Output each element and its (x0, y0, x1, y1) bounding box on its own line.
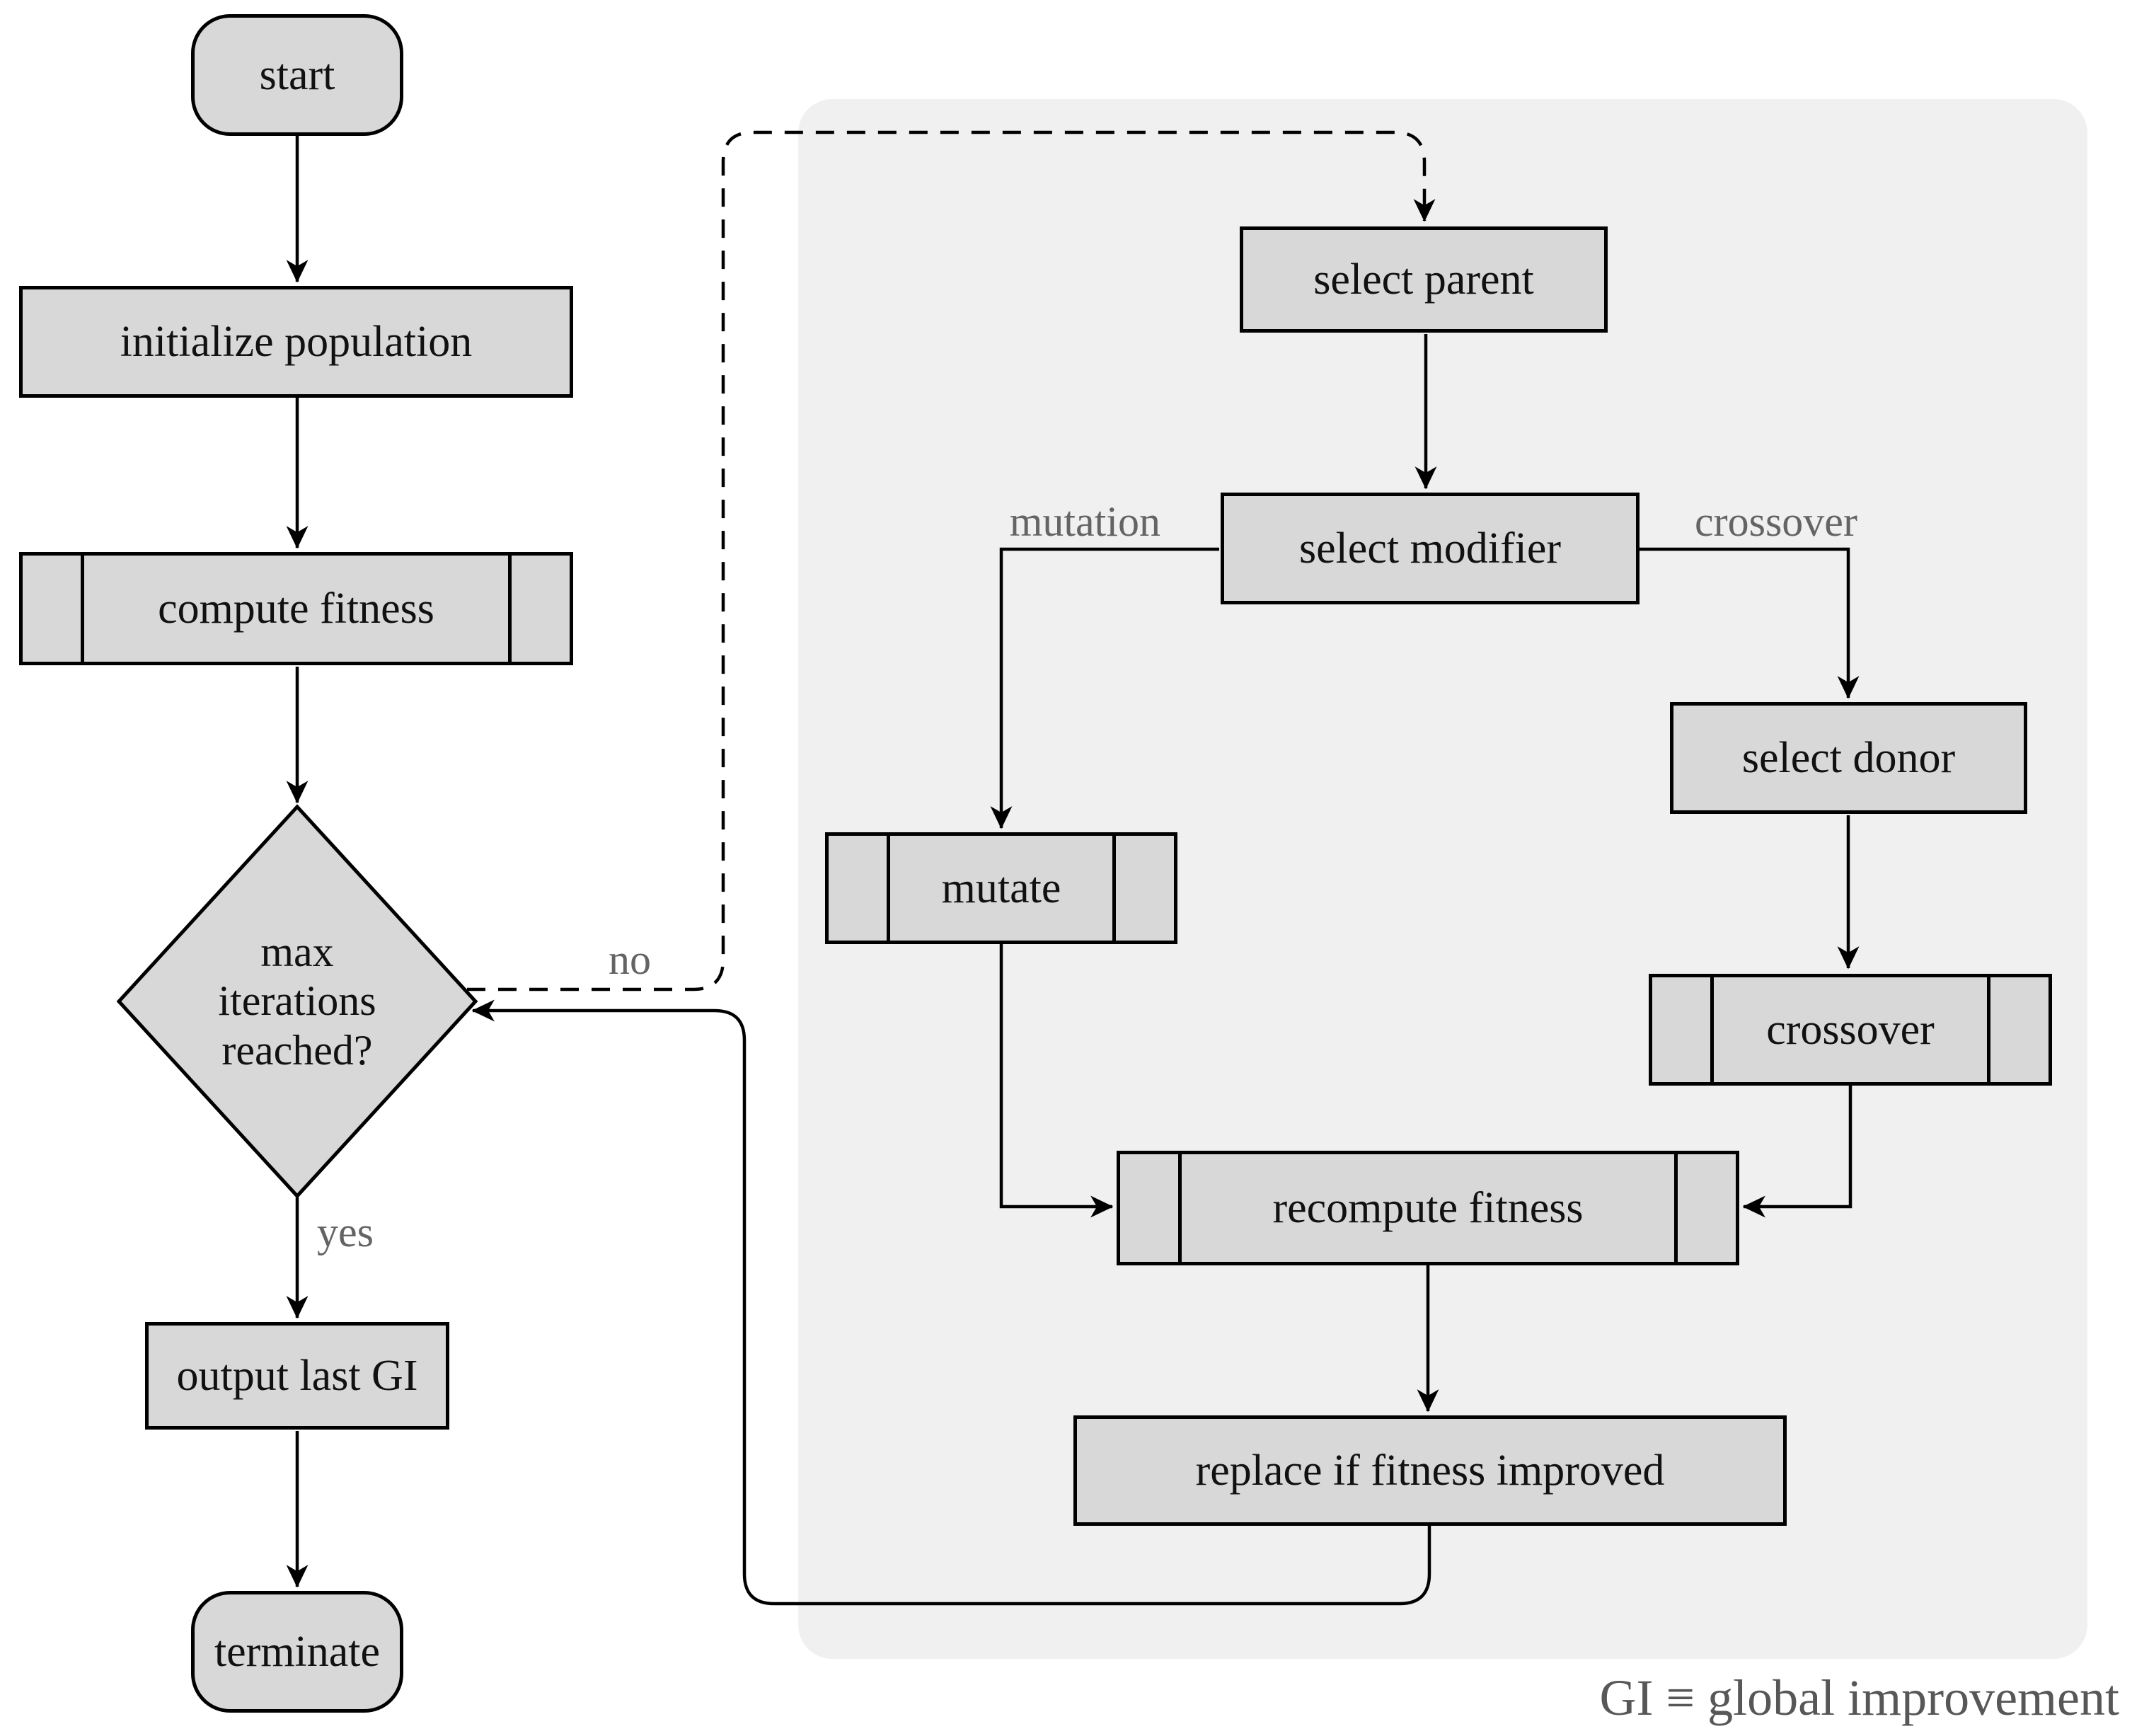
initialize-population-node: initialize population (19, 286, 573, 398)
replace-if-fitness-improved-label: replace if fitness improved (1195, 1447, 1665, 1495)
max-iterations-decision (116, 804, 478, 1199)
select-modifier-node: select modifier (1221, 493, 1640, 604)
output-last-gi-label: output last GI (176, 1352, 418, 1400)
gi-caption: GI ≡ global improvement (1599, 1669, 2119, 1726)
edge-replace-decision-loop (471, 999, 1431, 1606)
edge-mutate-recompute (999, 944, 1114, 1218)
decision-line-3: reached? (221, 1026, 373, 1074)
replace-if-fitness-improved-node: replace if fitness improved (1073, 1415, 1787, 1526)
mutate-label: mutate (941, 864, 1061, 912)
crossover-subroutine: crossover (1649, 974, 2052, 1086)
compute-fitness-label: compute fitness (158, 585, 434, 633)
yes-edge-label: yes (317, 1209, 374, 1255)
edge-decision-parent-no (467, 130, 1436, 991)
select-donor-label: select donor (1741, 734, 1956, 782)
mutate-subroutine: mutate (825, 832, 1177, 944)
decision-line-1: max (260, 928, 334, 975)
terminate-label: terminate (214, 1628, 381, 1676)
select-parent-label: select parent (1313, 255, 1534, 304)
edge-modifier-donor-crossover (1640, 547, 1860, 699)
compute-fitness-subroutine: compute fitness (19, 552, 573, 665)
output-last-gi-node: output last GI (145, 1322, 449, 1430)
decision-line-2: iterations (218, 977, 376, 1025)
max-iterations-decision-text: max iterations reached? (191, 893, 403, 1110)
recompute-fitness-subroutine: recompute fitness (1117, 1151, 1739, 1265)
initialize-population-label: initialize population (120, 318, 473, 366)
select-donor-node: select donor (1670, 702, 2027, 814)
crossover-branch-label: crossover (1695, 498, 1857, 545)
crossover-subroutine-label: crossover (1766, 1006, 1935, 1054)
mutation-branch-label: mutation (1009, 498, 1160, 545)
recompute-fitness-label: recompute fitness (1272, 1184, 1584, 1232)
select-parent-node: select parent (1240, 226, 1608, 333)
edge-crossover-recompute (1742, 1086, 1852, 1218)
start-label: start (259, 51, 335, 99)
select-modifier-label: select modifier (1298, 524, 1562, 573)
no-edge-label: no (609, 936, 651, 983)
edge-modifier-mutate-mutation (990, 547, 1219, 829)
start-node: start (191, 14, 403, 136)
terminate-node: terminate (191, 1591, 403, 1713)
